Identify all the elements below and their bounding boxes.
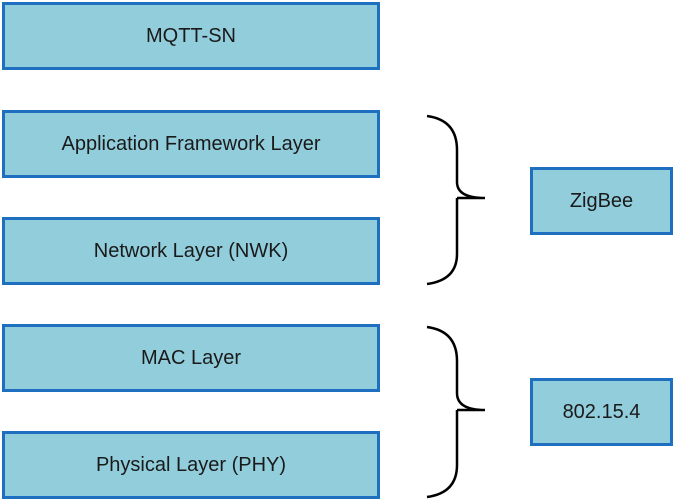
group-box-802-15-4: 802.15.4: [530, 378, 673, 446]
layer-label: MQTT-SN: [146, 24, 236, 47]
group-box-zigbee: ZigBee: [530, 167, 673, 235]
layer-label: MAC Layer: [140, 346, 242, 369]
layer-box-application-framework: Application Framework Layer: [2, 110, 380, 178]
layer-label: Physical Layer (PHY): [95, 453, 287, 476]
layer-box-network: Network Layer (NWK): [2, 217, 380, 285]
group-label: ZigBee: [569, 189, 634, 212]
layer-box-mqtt-sn: MQTT-SN: [2, 2, 380, 70]
layer-box-physical: Physical Layer (PHY): [2, 431, 380, 499]
ieee-802-15-4-brace: [426, 325, 486, 499]
layer-label: Application Framework Layer: [61, 132, 321, 155]
zigbee-brace: [426, 114, 486, 286]
layer-label: Network Layer (NWK): [93, 239, 289, 262]
group-label: 802.15.4: [562, 400, 641, 423]
layer-box-mac: MAC Layer: [2, 324, 380, 392]
